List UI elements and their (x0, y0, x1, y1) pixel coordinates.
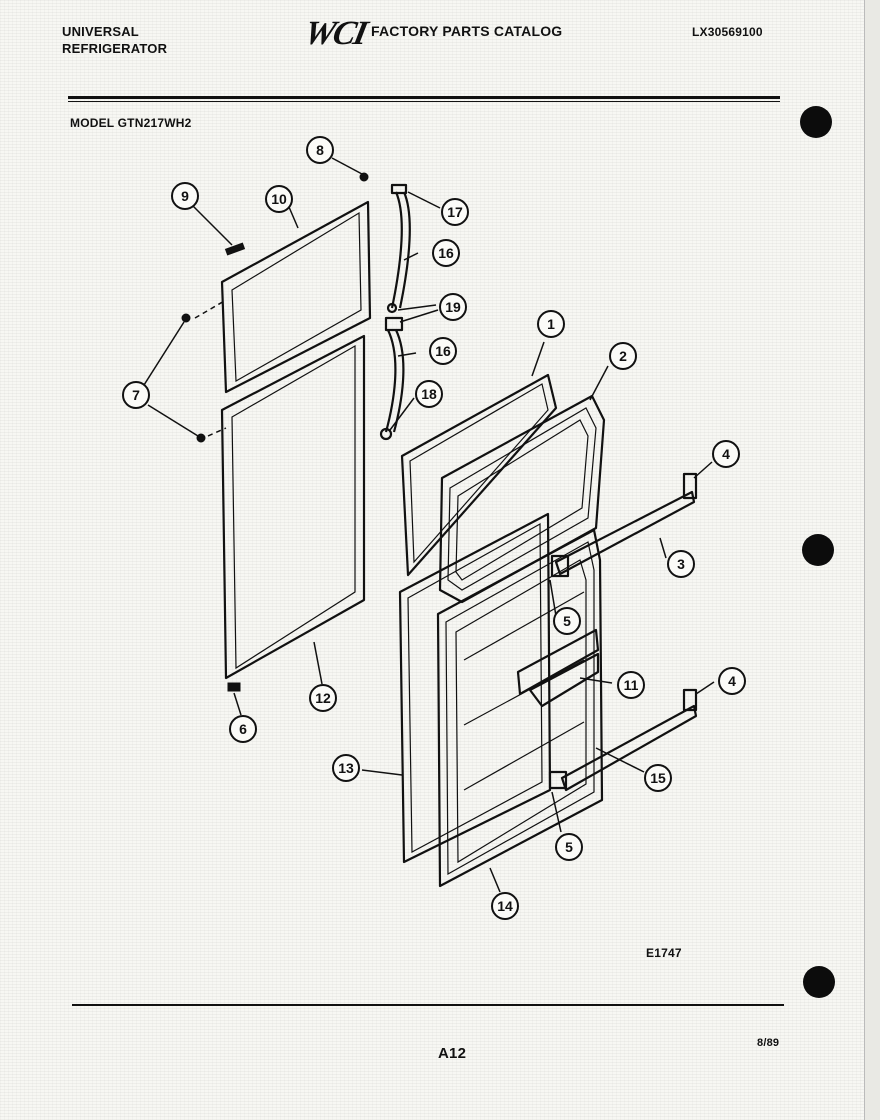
punch-hole-middle (802, 534, 834, 566)
callout-18-label: 18 (421, 386, 437, 402)
callout-1-label: 1 (547, 316, 555, 332)
brand-line-1: UNIVERSAL (62, 24, 139, 39)
callout-16-upper-label: 16 (438, 245, 454, 261)
callout-5-lower-label: 5 (565, 839, 573, 855)
callout-14-label: 14 (497, 898, 513, 914)
callout-4-upper: 4 (712, 440, 740, 468)
fresh-food-door-gasket (398, 512, 552, 864)
callout-3: 3 (667, 550, 695, 578)
callout-5-upper-label: 5 (563, 613, 571, 629)
catalog-number: LX30569100 (692, 25, 763, 39)
callout-2: 2 (609, 342, 637, 370)
callout-4-lower: 4 (718, 667, 746, 695)
callout-5-upper: 5 (553, 607, 581, 635)
header-rule (68, 96, 780, 99)
callout-13: 13 (332, 754, 360, 782)
diagram-code: E1747 (646, 946, 682, 960)
callout-17-label: 17 (447, 204, 463, 220)
callout-13-label: 13 (338, 760, 354, 776)
punch-hole-top (800, 106, 832, 138)
callout-16-lower-label: 16 (435, 343, 451, 359)
dash-leader (207, 427, 227, 437)
callout-9: 9 (171, 182, 199, 210)
callout-4-lower-label: 4 (728, 673, 736, 689)
callout-17: 17 (441, 198, 469, 226)
page-number: A12 (438, 1045, 467, 1062)
fresh-food-door-shelf (548, 688, 698, 792)
header-rule-thin (68, 101, 780, 102)
callout-7: 7 (122, 381, 150, 409)
callout-9-label: 9 (181, 188, 189, 204)
callout-12-label: 12 (315, 690, 331, 706)
screw-upper-part (181, 313, 191, 323)
callout-6: 6 (229, 715, 257, 743)
leader-lines (143, 157, 715, 893)
callout-7-label: 7 (132, 387, 140, 403)
callout-5-lower: 5 (555, 833, 583, 861)
freezer-door-trim (220, 200, 372, 394)
callout-1: 1 (537, 310, 565, 338)
callout-2-label: 2 (619, 348, 627, 364)
catalog-title: FACTORY PARTS CATALOG (371, 23, 563, 39)
trim-clip-part (224, 242, 246, 256)
callout-16-upper: 16 (432, 239, 460, 267)
door-handles (379, 183, 411, 441)
freezer-door-liner (438, 394, 606, 604)
callout-14: 14 (491, 892, 519, 920)
screw-top-part (359, 172, 369, 182)
freezer-door-gasket (400, 373, 558, 577)
punch-hole-bottom (803, 966, 835, 998)
callout-6-label: 6 (239, 721, 247, 737)
callout-11: 11 (617, 671, 645, 699)
dairy-door-shelf (516, 628, 600, 708)
callout-19: 19 (439, 293, 467, 321)
model-label: MODEL GTN217WH2 (70, 116, 192, 130)
callout-10-label: 10 (271, 191, 287, 207)
screw-lower-part (196, 433, 206, 443)
callout-8: 8 (306, 136, 334, 164)
callout-11-label: 11 (624, 677, 639, 693)
callout-15: 15 (644, 764, 672, 792)
callout-16-lower: 16 (429, 337, 457, 365)
footer-rule (72, 1004, 784, 1006)
callout-12: 12 (309, 684, 337, 712)
callout-10: 10 (265, 185, 293, 213)
freezer-door-shelf (550, 472, 698, 578)
fresh-food-door-trim (220, 334, 366, 680)
callout-8-label: 8 (316, 142, 324, 158)
bottom-plug-part (227, 682, 241, 692)
callout-4-upper-label: 4 (722, 446, 730, 462)
callout-15-label: 15 (650, 770, 666, 786)
revision-date: 8/89 (757, 1037, 780, 1049)
callout-19-label: 19 (445, 299, 461, 315)
callout-3-label: 3 (677, 556, 685, 572)
callout-18: 18 (415, 380, 443, 408)
page-edge (864, 0, 880, 1120)
dash-leader (194, 299, 227, 319)
brand-line-2: REFRIGERATOR (62, 41, 168, 56)
